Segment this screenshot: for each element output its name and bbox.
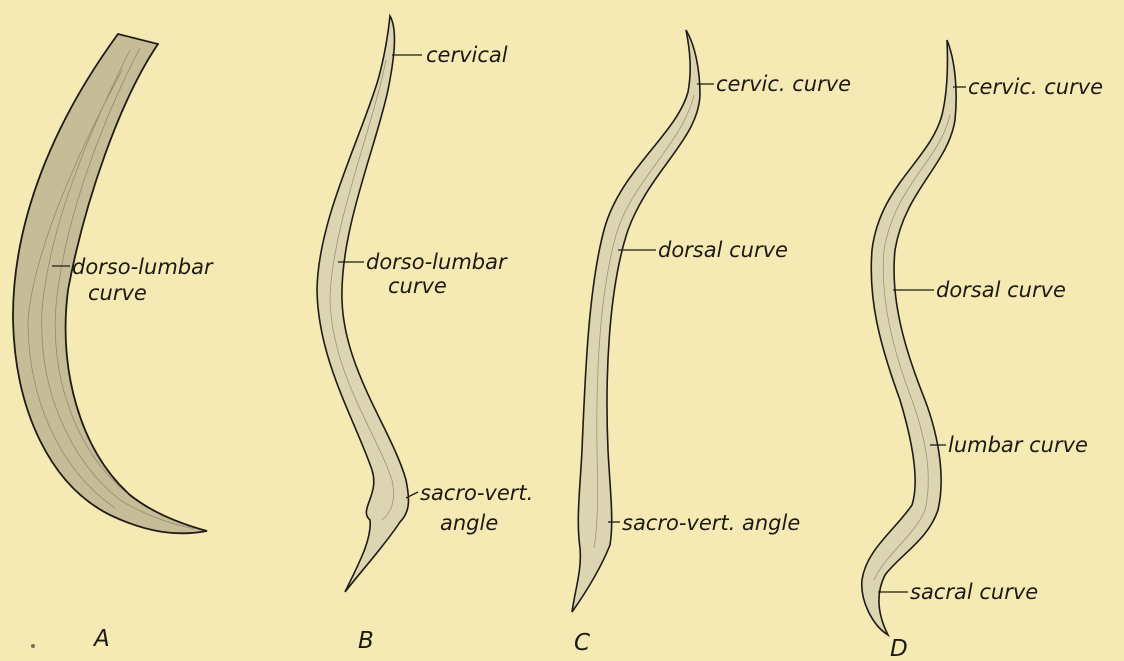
figure-c: cervic. curve dorsal curve sacro-vert. a… [572, 30, 851, 656]
label-b-curve: curve [388, 274, 447, 298]
label-a-curve: curve [88, 281, 147, 305]
label-c-dorsal-curve: dorsal curve [658, 238, 788, 262]
label-d-sacral-curve: sacral curve [910, 580, 1038, 604]
label-d-cervic-curve: cervic. curve [968, 75, 1103, 99]
caption-a: A [92, 626, 110, 652]
label-d-lumbar-curve: lumbar curve [948, 433, 1088, 457]
spine-b-outline [317, 16, 408, 592]
figure-a: dorso-lumbar curve A [13, 34, 214, 652]
label-b-cervical: cervical [426, 43, 508, 67]
label-b-dorso-lumbar: dorso-lumbar [366, 250, 508, 274]
figure-d: cervic. curve dorsal curve lumbar curve … [862, 40, 1103, 661]
label-c-cervic-curve: cervic. curve [716, 72, 851, 96]
caption-b: B [358, 628, 374, 654]
caption-c: C [574, 630, 590, 656]
label-d-dorsal-curve: dorsal curve [936, 278, 1066, 302]
spine-d-outline [862, 40, 956, 635]
label-b-sacro-vert: sacro-vert. [420, 481, 533, 505]
stray-mark [31, 644, 35, 648]
caption-d: D [890, 636, 908, 661]
label-a-dorso-lumbar: dorso-lumbar [72, 255, 214, 279]
label-c-sacro-vert-angle: sacro-vert. angle [622, 511, 800, 535]
figure-b: cervical dorso-lumbar curve sacro-vert. … [317, 16, 533, 654]
label-b-angle: angle [440, 511, 498, 535]
